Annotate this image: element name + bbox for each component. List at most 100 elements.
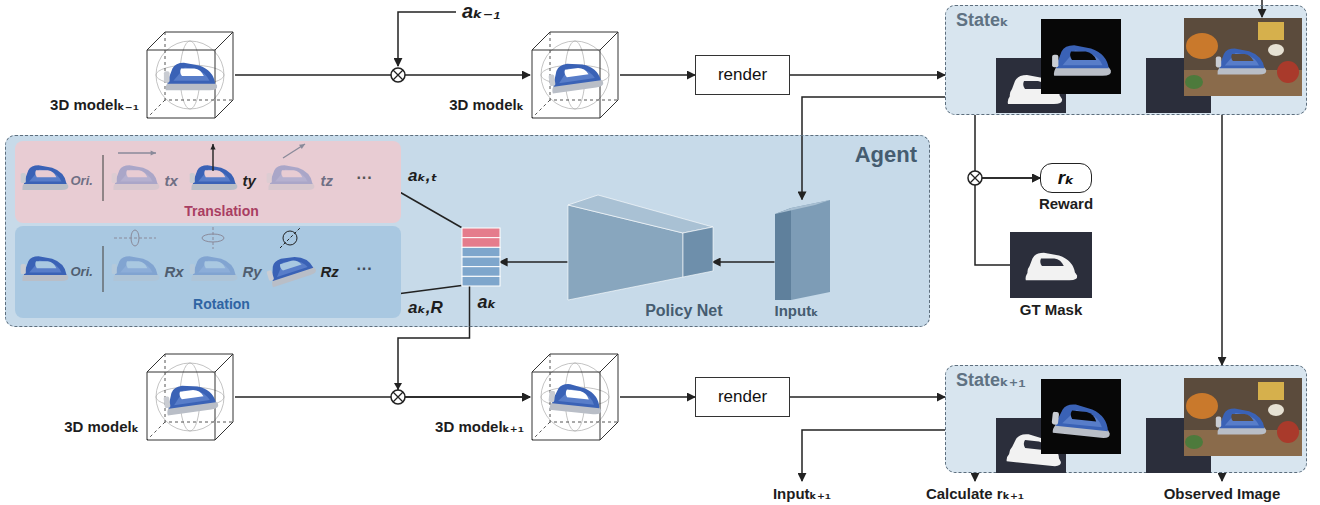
- iron-highlight: [557, 65, 595, 83]
- iron-highlight: [172, 387, 210, 405]
- rotation-axis: [212, 227, 213, 249]
- photo-object: [1258, 382, 1284, 400]
- gimbal-circle: [541, 363, 609, 431]
- connector-arrow: [620, 396, 695, 398]
- photo-object: [1268, 44, 1284, 56]
- rotation-ring: [283, 231, 297, 245]
- cube-hidden-edges: [532, 32, 618, 118]
- observed-image-line: [1221, 473, 1223, 481]
- network-top: [568, 195, 713, 233]
- connector-arrow: [790, 74, 945, 76]
- node-label: Stateₖ₊₁: [956, 370, 1026, 391]
- annotation-label: aₖ,ₜ: [408, 166, 437, 186]
- iron-highlight: [173, 68, 209, 81]
- illustration: [145, 352, 235, 442]
- connector-arrow: [790, 396, 945, 398]
- action-vector: aₖ: [462, 228, 500, 286]
- iron-highlight: [1063, 51, 1103, 66]
- action-cell: [462, 228, 500, 238]
- arrow-head: [394, 383, 402, 390]
- iron-handle-gap: [126, 170, 147, 177]
- iron-figure: [548, 382, 604, 415]
- iron-cap: [548, 74, 555, 86]
- action-cell: [462, 247, 500, 257]
- gimbal-circle: [156, 41, 224, 109]
- iron-highlight: [29, 260, 61, 272]
- action-cell: [462, 276, 500, 286]
- iron-cap: [548, 391, 555, 403]
- photo-object: [1258, 22, 1284, 40]
- iron-highlight: [275, 169, 307, 181]
- node-label: Translation: [184, 203, 259, 219]
- input-face: [791, 200, 830, 300]
- iron-handle-gap: [204, 170, 225, 177]
- iron-sole: [1026, 273, 1078, 281]
- connector-arrow: [975, 115, 1040, 178]
- multiply-cross: [393, 70, 403, 80]
- iron-sole: [1054, 67, 1111, 75]
- rotation-axis: [280, 228, 300, 248]
- next-input-line: [802, 430, 945, 481]
- illustration: [530, 352, 620, 442]
- iron-handle-gap: [1040, 258, 1064, 266]
- iron-cap: [266, 172, 271, 182]
- action-cell: [462, 237, 500, 247]
- annotation-label: aₖ,R: [408, 298, 443, 318]
- iron-figure: [162, 381, 219, 416]
- annotation-label: Inputₖ₊₁: [773, 485, 831, 502]
- connector-arrow: [401, 286, 462, 294]
- iron-sole: [268, 183, 314, 190]
- connector-arrow: [401, 193, 462, 228]
- illustration: [145, 30, 235, 120]
- render-ground: [1041, 379, 1121, 454]
- node-label: ty: [243, 172, 256, 189]
- iron-body: [1056, 45, 1109, 68]
- connector-arrow: [802, 97, 945, 200]
- iron-body: [114, 165, 157, 184]
- rotation-ring: [202, 234, 224, 242]
- node-label: 3D modelₖ: [449, 96, 524, 113]
- iron-sole: [166, 83, 218, 91]
- iron-cap: [20, 263, 25, 273]
- photo-object: [1186, 393, 1218, 419]
- photo-ground: [1184, 378, 1302, 456]
- arrow-head: [299, 144, 305, 149]
- rotation-ring: [131, 230, 139, 246]
- multiply-cross: [970, 173, 980, 183]
- photo-object: [1185, 435, 1203, 449]
- panel-ground: [945, 365, 1307, 473]
- iron-body: [1219, 409, 1264, 429]
- iron-body: [1027, 253, 1075, 274]
- iron-highlight: [558, 388, 595, 405]
- iron-body: [1219, 49, 1264, 69]
- iron-figure: [20, 256, 68, 281]
- cube-hidden-edges: [147, 32, 233, 118]
- iron-body: [167, 63, 215, 84]
- iron-figure: [111, 165, 159, 190]
- iron-handle-gap: [564, 67, 588, 78]
- node-label: Policy Net: [645, 302, 722, 320]
- iron-figure: [189, 256, 237, 281]
- agent-panel: AgentOri.txtytz···TranslationOri.RxRyRz·…: [5, 135, 930, 327]
- iron-sole: [1217, 67, 1266, 74]
- iron-cap: [1052, 55, 1058, 68]
- iron-highlight: [198, 169, 230, 181]
- model-cube: 3D modelₖ: [530, 30, 620, 120]
- node-label: Rz: [321, 263, 339, 280]
- iron-cap: [164, 71, 170, 82]
- iron-body: [114, 256, 157, 275]
- iron-handle-gap: [179, 389, 203, 400]
- process-box: render: [695, 55, 790, 95]
- iron-cap: [189, 263, 194, 273]
- illustration: [462, 228, 500, 286]
- iron-cap: [1052, 412, 1060, 425]
- photo-object: [1185, 75, 1203, 89]
- iron-body: [192, 256, 235, 275]
- gimbal-circle: [541, 41, 609, 109]
- iron-body: [552, 382, 602, 408]
- multiply-symbol: [391, 68, 405, 82]
- iron-handle-gap: [204, 261, 225, 268]
- node-label: ···: [357, 169, 373, 187]
- iron-sole: [22, 183, 68, 190]
- state-panel: Stateₖ₊₁: [945, 365, 1307, 473]
